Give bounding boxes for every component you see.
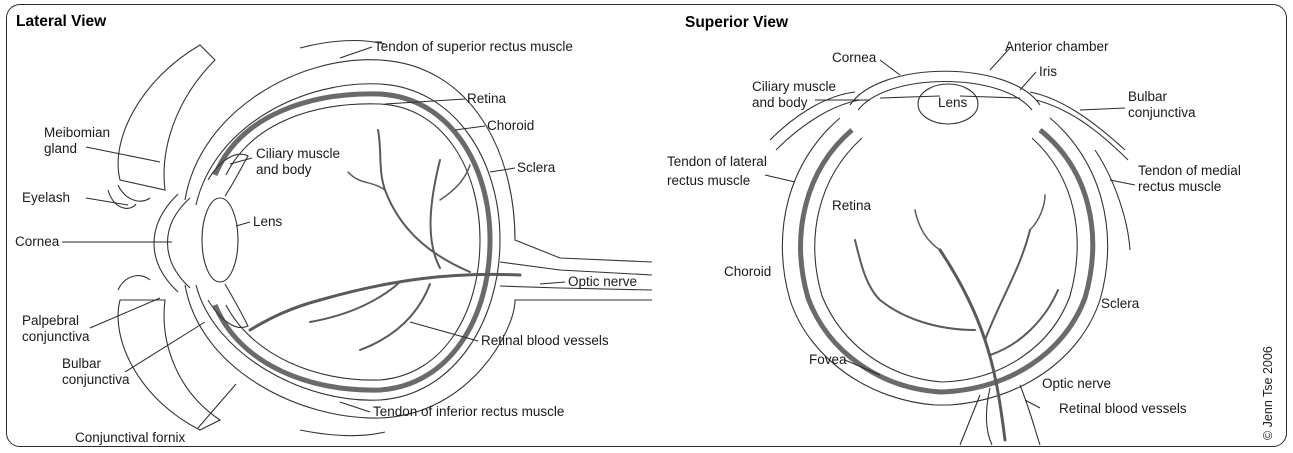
label-fovea: Fovea xyxy=(809,352,847,367)
label-bulbar-line2: conjunctiva xyxy=(62,372,130,387)
label-cornea: Cornea xyxy=(15,234,60,249)
label-tendon-lateral-line1: Tendon of lateral xyxy=(667,154,767,169)
label-conjunctival-fornix: Conjunctival fornix xyxy=(75,430,186,445)
label-retina: Retina xyxy=(467,91,507,106)
label-tendon-medial-line2: rectus muscle xyxy=(1138,179,1221,194)
label-sup-bulbar-line2: conjunctiva xyxy=(1128,105,1196,120)
label-tendon-inferior-rectus: Tendon of inferior rectus muscle xyxy=(373,404,564,419)
label-eyelash: Eyelash xyxy=(22,190,70,205)
label-meibomian-gland-line1: Meibomian xyxy=(44,125,110,140)
label-tendon-lateral-line2: rectus muscle xyxy=(667,173,750,188)
label-tendon-medial-line1: Tendon of medial xyxy=(1138,163,1241,178)
label-sup-optic-nerve: Optic nerve xyxy=(1042,376,1111,391)
label-sup-cornea: Cornea xyxy=(832,50,877,65)
label-sup-retina: Retina xyxy=(832,198,872,213)
superior-view: Superior View xyxy=(667,14,1275,445)
superior-retinal-vessels xyxy=(855,195,1058,440)
label-sup-choroid: Choroid xyxy=(724,264,771,279)
label-palpebral-line2: conjunctiva xyxy=(22,329,90,344)
label-ciliary-line1: Ciliary muscle xyxy=(256,146,340,161)
label-sup-retinal-blood-vessels: Retinal blood vessels xyxy=(1059,401,1187,416)
label-retinal-blood-vessels: Retinal blood vessels xyxy=(481,333,609,348)
label-sup-lens: Lens xyxy=(938,95,968,110)
label-sup-ciliary-line1: Ciliary muscle xyxy=(752,79,836,94)
label-iris: Iris xyxy=(1039,64,1057,79)
lateral-view: Lateral View xyxy=(15,13,652,445)
label-sup-bulbar-line1: Bulbar xyxy=(1128,89,1168,104)
label-bulbar-line1: Bulbar xyxy=(62,356,102,371)
label-anterior-chamber: Anterior chamber xyxy=(1005,39,1109,54)
label-optic-nerve: Optic nerve xyxy=(568,274,637,289)
lateral-view-title: Lateral View xyxy=(16,13,107,30)
label-sup-sclera: Sclera xyxy=(1101,296,1140,311)
superior-view-title: Superior View xyxy=(685,14,789,31)
label-meibomian-gland-line2: gland xyxy=(44,141,77,156)
label-sup-ciliary-line2: and body xyxy=(752,95,808,110)
lateral-eyeball-drawing xyxy=(154,41,652,436)
label-lens: Lens xyxy=(253,214,283,229)
label-ciliary-line2: and body xyxy=(256,162,312,177)
label-choroid: Choroid xyxy=(487,118,534,133)
label-sclera: Sclera xyxy=(517,160,556,175)
label-palpebral-line1: Palpebral xyxy=(22,313,79,328)
copyright-notice: © Jenn Tse 2006 xyxy=(1261,346,1275,440)
label-tendon-superior-rectus: Tendon of superior rectus muscle xyxy=(374,39,573,54)
